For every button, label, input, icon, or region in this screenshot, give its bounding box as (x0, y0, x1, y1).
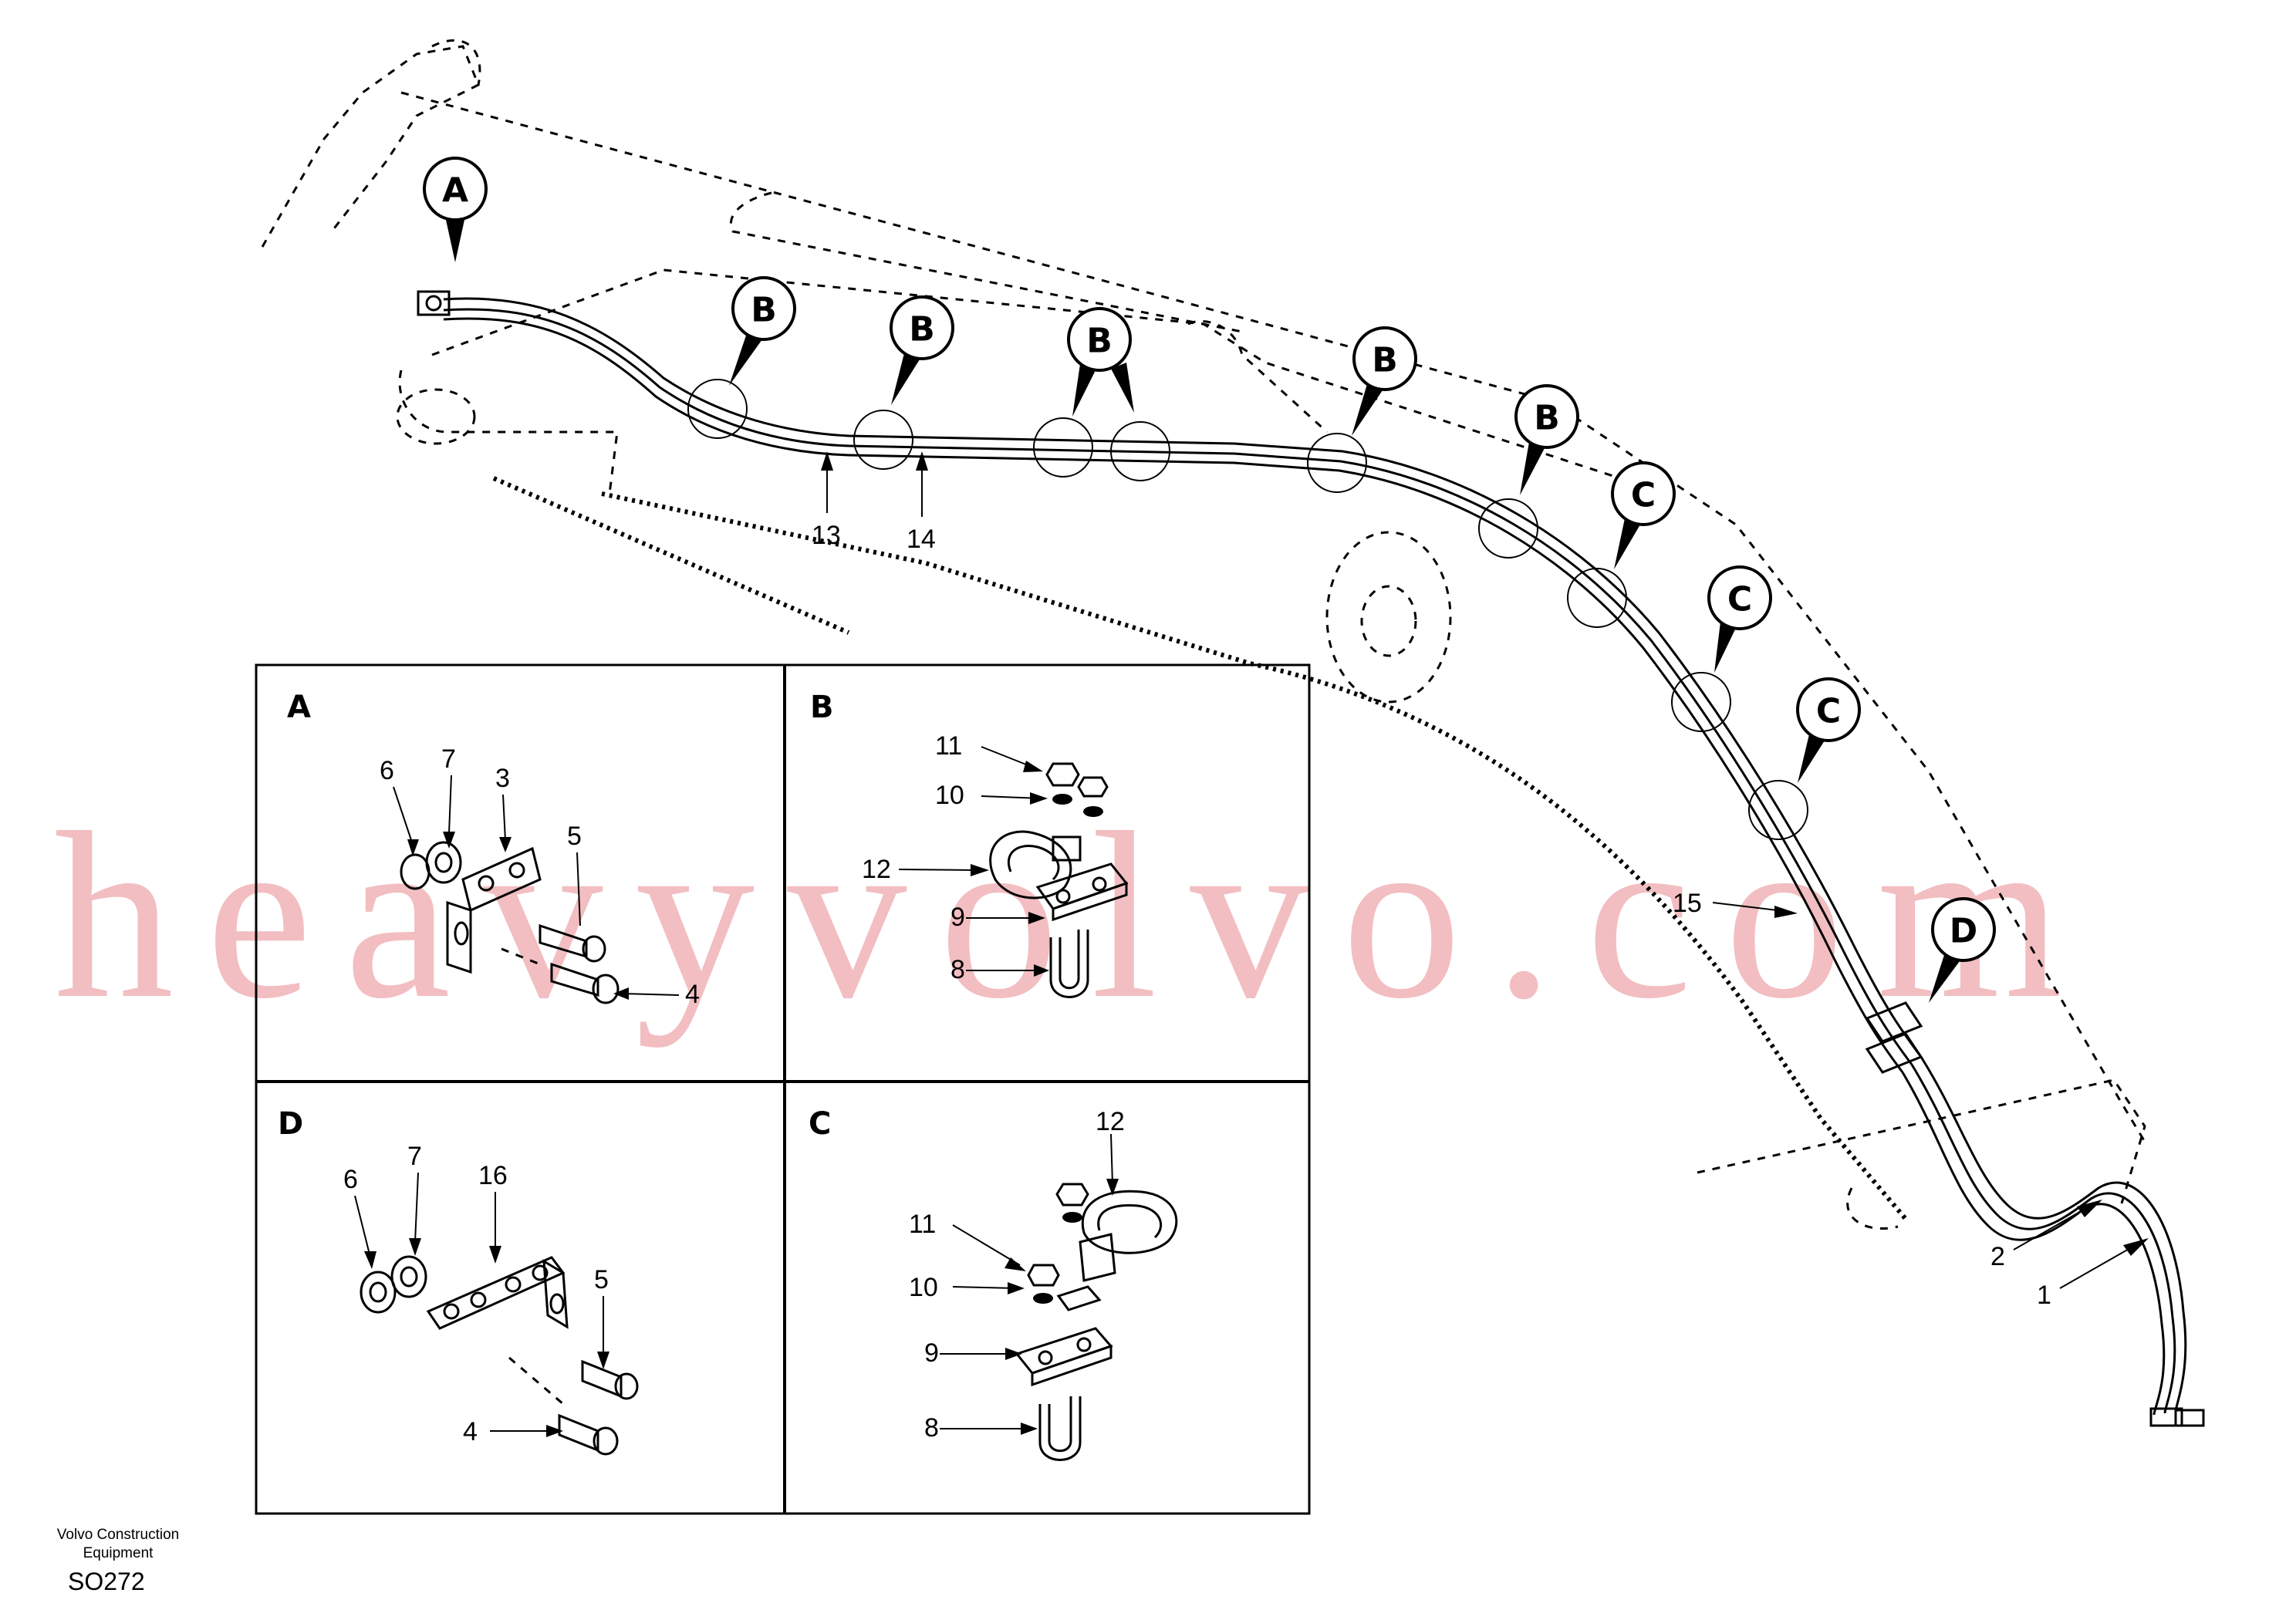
svg-text:5: 5 (567, 822, 582, 851)
callout-B-1: B (729, 276, 796, 386)
svg-text:8: 8 (950, 955, 965, 984)
clamp-D-fitting (1865, 1001, 1923, 1074)
callout-A: A (423, 157, 488, 262)
svg-text:4: 4 (463, 1417, 478, 1446)
callout-D: D (1929, 897, 1996, 1003)
svg-text:11: 11 (935, 731, 962, 761)
callout-B-3: B (1067, 307, 1134, 417)
boom-outline (261, 39, 2146, 1230)
hose-pair-main (443, 297, 2205, 1427)
footer-company-line2: Equipment (83, 1545, 154, 1561)
footer-company-line1: Volvo Construction (56, 1527, 180, 1543)
diagram-code: SO272 (68, 1568, 145, 1595)
panel-D: D 6 (278, 1106, 639, 1456)
svg-text:13: 13 (812, 521, 841, 550)
svg-text:10: 10 (909, 1273, 938, 1302)
svg-text:C: C (809, 1106, 831, 1142)
svg-text:3: 3 (495, 764, 510, 793)
panel-C: C 12 11 (809, 1106, 1178, 1461)
svg-text:9: 9 (924, 1338, 939, 1368)
svg-text:A: A (287, 690, 311, 725)
svg-text:11: 11 (909, 1210, 936, 1239)
svg-text:6: 6 (380, 756, 394, 785)
svg-text:6: 6 (343, 1165, 358, 1194)
main-part-labels: 13 14 15 1 2 (812, 451, 2149, 1310)
callout-C-2: C (1707, 565, 1772, 673)
svg-text:5: 5 (594, 1265, 609, 1294)
panel-A: A 6 (287, 690, 700, 1009)
detail-panels: A 6 (255, 663, 1311, 1515)
svg-text:B: B (810, 690, 834, 725)
svg-text:B: B (1086, 322, 1113, 361)
svg-text:14: 14 (907, 525, 936, 554)
svg-text:2: 2 (1990, 1242, 2005, 1271)
svg-text:7: 7 (441, 744, 456, 774)
svg-text:C: C (1816, 692, 1841, 731)
callout-C-1: C (1611, 461, 1676, 569)
label-15: 15 (1673, 889, 1798, 918)
svg-text:8: 8 (924, 1413, 939, 1443)
panel-B: B 11 (810, 690, 1129, 998)
boom-underside-dotted (492, 476, 1908, 1220)
svg-text:C: C (1727, 580, 1752, 619)
label-2: 2 (1990, 1200, 2102, 1271)
svg-text:4: 4 (685, 980, 700, 1009)
clamp-A-fitting (417, 290, 451, 316)
svg-text:1: 1 (2037, 1281, 2051, 1310)
svg-text:7: 7 (407, 1142, 422, 1171)
svg-text:B: B (909, 310, 935, 349)
svg-text:B: B (751, 291, 777, 330)
svg-text:B: B (1534, 399, 1560, 438)
watermark: heavyvolvo.com (54, 784, 2095, 1048)
svg-text:12: 12 (1096, 1107, 1125, 1136)
svg-text:B: B (1372, 341, 1398, 380)
svg-text:9: 9 (950, 903, 965, 932)
footer-company: Volvo Construction Equipment (37, 1526, 199, 1563)
callout-B-4: B (1352, 326, 1417, 436)
svg-text:C: C (1631, 476, 1656, 515)
svg-text:D: D (1950, 912, 1978, 951)
callout-C-3: C (1796, 677, 1861, 783)
callout-B-5: B (1514, 384, 1579, 495)
svg-text:D: D (278, 1106, 303, 1142)
label-1: 1 (2037, 1238, 2149, 1310)
clamp-positions (687, 379, 1808, 840)
label-13: 13 (812, 451, 841, 550)
svg-text:12: 12 (862, 855, 891, 884)
svg-text:16: 16 (478, 1161, 508, 1190)
label-14: 14 (907, 451, 936, 554)
svg-text:15: 15 (1673, 889, 1702, 918)
callout-B-2: B (890, 295, 954, 405)
svg-text:10: 10 (935, 781, 964, 810)
svg-text:A: A (442, 171, 468, 211)
main-callouts: A B B B B (423, 157, 1996, 1003)
